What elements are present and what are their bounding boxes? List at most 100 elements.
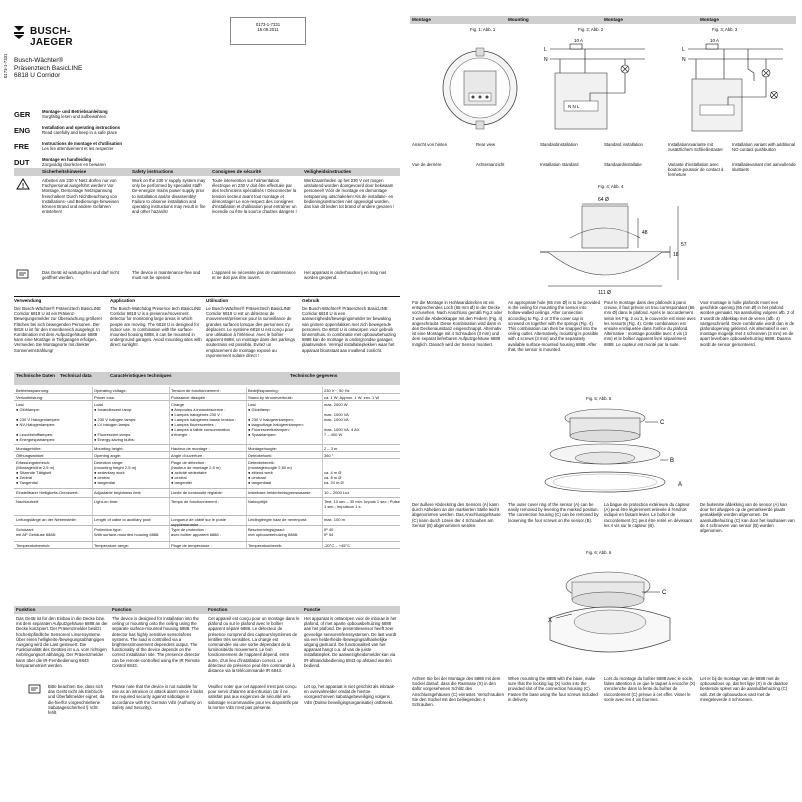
techdata-col-divider [169, 401, 170, 444]
techdata-cell: Type de protection : avec boîtier appare… [171, 527, 221, 537]
techdata-cell: max. 2000 W max. 1000 VA max. 1000 VA ma… [324, 402, 360, 437]
fig5-label-b: B [670, 458, 674, 464]
right-heading-de: Montage [412, 17, 431, 22]
techdata-cell: Nachlaufzeit: [16, 499, 40, 504]
caption-rear-view-fr: Vue de derrière [412, 162, 442, 167]
safety-heading-de: Sicherheitshinweise [42, 169, 87, 174]
language-code: DUT [14, 158, 30, 167]
techdata-cell: Bedrijfsspanning: [248, 388, 279, 393]
right-heading-en: Mounting [508, 17, 529, 22]
techdata-col-divider [92, 542, 93, 548]
techdata-row: Verlustleistung:Power loss:Puissance dis… [14, 394, 400, 401]
safety-text-de: Arbeiten am 230 V Netz dürfen nur von Fa… [42, 178, 119, 215]
safety-heading-fr: Consignes de sécurité [212, 169, 262, 174]
language-title: Installation and operating instructions [42, 125, 121, 130]
techdata-col-divider [169, 542, 170, 548]
maint-text-en: The device is maintenance-free and must … [132, 270, 201, 281]
techdata-col-divider [246, 387, 247, 393]
function-text-fr: Cet appareil est conçu pour un montage d… [208, 616, 300, 674]
maint-text-nl: Het apparaat is onderhoudsvrij en mag ni… [304, 270, 387, 281]
techdata-header-bar [14, 372, 400, 385]
techdata-col-divider [246, 526, 247, 541]
function-text-en: The device is designed for installation … [112, 616, 200, 668]
techdata-cell: Last ● Gloeilamp: ● 230 V halogeenlampen… [248, 402, 304, 437]
techdata-row: Last ● Glühlampe: ● 230 V Halogenlampen:… [14, 401, 400, 445]
techdata-cell: Adjustable brightness limit: [94, 490, 142, 495]
language-row: ENG Installation and operating instructi… [14, 123, 264, 139]
fig5-text-en: The outer cover ring of the sensor (A) c… [508, 502, 599, 523]
usage-heading-fr: Utilisation [206, 298, 229, 303]
techdata-cell: Beschermingsgraad: met opbouwbehuizing 6… [248, 527, 299, 537]
techdata-cell: Mounting height: [94, 446, 124, 451]
fig2-label: Fig. 2; Abb. 2 [578, 27, 604, 32]
techdata-col-divider [246, 401, 247, 444]
techdata-cell: 230 V~, 50 Hz [324, 388, 350, 393]
function-header-bar [14, 606, 400, 614]
function-heading-de: Funktion [16, 607, 36, 612]
techdata-col-divider [322, 459, 323, 488]
techdata-col-divider [92, 489, 93, 497]
caption-variant-de: Installationsvariante mit zusätzlichem S… [668, 142, 723, 153]
techdata-cell: Power loss: [94, 395, 115, 400]
language-subtitle: Zorgvuldig doorlezen en bewaren [42, 162, 106, 167]
techdata-row: Leitungslänge an der Nebenstelle:Length … [14, 516, 400, 527]
safety-text-fr: Toute intervention sur l'alimentation él… [212, 178, 297, 215]
caption-rear-view-en: Rear view [476, 142, 496, 147]
caption-std-install-en: Standard installation [604, 142, 643, 147]
techdata-heading-de: Technische Daten [16, 373, 55, 378]
safety-header-bar [14, 168, 400, 176]
usage-heading-en: Application [110, 298, 136, 303]
techdata-cell: Protection type: With surface-mounted ho… [94, 527, 160, 537]
techdata-cell: Temperature range: [94, 543, 129, 548]
dim-18: 18 [673, 252, 679, 258]
info-icon [28, 684, 41, 694]
techdata-row: Montagehöhe:Mounting height:Hauteur de m… [14, 445, 400, 452]
techdata-col-divider [322, 489, 323, 497]
fig1-label: Fig. 1; Abb. 1 [470, 27, 496, 32]
techdata-row: Temperaturbereich:Temperature range:Plag… [14, 542, 400, 549]
techdata-cell: Temperatuurbereik: [248, 543, 283, 548]
techdata-cell: Load ● Incandescent lamp: ● 230 V haloge… [94, 402, 137, 442]
maint-text-de: Das Gerät ist wartungsfrei und darf nich… [42, 270, 119, 281]
fig6-text-de: Achten Sie bei der Montage des 6888 mit … [412, 676, 504, 708]
techdata-cell: Detectiebereik: (montagehoogte 2,50 m) ●… [248, 460, 292, 485]
techdata-cell: 2 – 3 m [324, 446, 338, 451]
caption-std-install-nl: Standaardinstallatie [604, 162, 642, 167]
techdata-col-divider [322, 445, 323, 451]
techdata-cell: Detection range: (mounting height 2.5 m)… [94, 460, 137, 485]
techdata-cell: Puissance dissipée : [171, 395, 208, 400]
techdata-row: Schutzart: mit AP Gehäuse 6888:Protectio… [14, 526, 400, 542]
fuse-label: 10 A [574, 38, 583, 43]
fig6-text-en: When mounting the 6888 with the base, ma… [508, 676, 598, 702]
side-code-text: 0173-1-7331 [3, 53, 8, 78]
techdata-cell: Operating voltage: [94, 388, 127, 393]
usage-heading-nl: Gebruik [302, 298, 320, 303]
techdata-col-divider [246, 452, 247, 458]
usage-text-en: The Busch-Watchdog Presence tech BasicLI… [110, 306, 202, 348]
language-row: GER Montage- und Betriebsanleitung Sorgf… [14, 107, 264, 123]
techdata-cell: Opening angle: [94, 453, 122, 458]
techdata-cell: Leidinglengte naar de nevenpost: [248, 517, 308, 522]
techdata-cell: Tension de fonctionnement : [171, 388, 222, 393]
fuse-label: 10 A [710, 38, 719, 43]
wire-n-label: N [682, 57, 686, 63]
fig5-text-de: Der äußere Abdeckring des Sensors (A) ka… [412, 502, 501, 528]
dim-64: 64 Ø [598, 197, 609, 203]
techdata-col-divider [246, 459, 247, 488]
techdata-cell: 10 – 2000 Lux [324, 490, 350, 495]
caption-rear-view-nl: Achteraanzicht [476, 162, 505, 167]
techdata-cell: Plage de température : [171, 543, 212, 548]
mount-text-de: Für die Montage in Hohlwanddecken ist ei… [412, 300, 503, 347]
language-subtitle: Sorgfältig lesen und aufbewahren [42, 114, 107, 119]
techdata-col-divider [246, 542, 247, 548]
language-subtitle: Les lire attentivement et les respecter [42, 146, 114, 151]
techdata-cell: Charge ● Ampoules à incandescence : ● La… [171, 402, 237, 437]
usage-text-nl: De Busch-Wächter® Präsenztech BasicLINE … [302, 306, 396, 353]
techdata-cell: Angle d'ouverture : [171, 453, 205, 458]
techdata-col-divider [322, 516, 323, 525]
safety-heading-nl: Veiligheidsinstructies [304, 169, 352, 174]
techdata-col-divider [246, 498, 247, 515]
techdata-cell: Plage de détection : (hauteur de montage… [171, 460, 221, 485]
product-line-1: Busch-Wächter® [14, 57, 64, 64]
fig6-label: Fig. 6; Abb. 6 [586, 550, 612, 555]
